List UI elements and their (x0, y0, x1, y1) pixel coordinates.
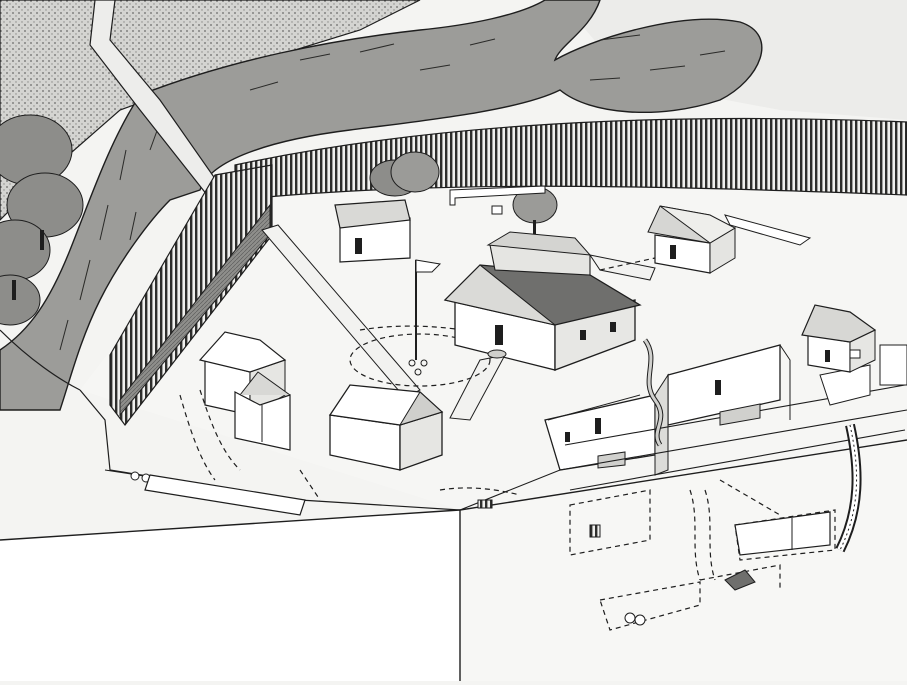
front-rail (144, 474, 306, 516)
cutaway-rooms (544, 338, 906, 491)
flagpole (408, 259, 442, 376)
front-cabin (328, 384, 444, 471)
left-trees (0, 114, 84, 326)
palisade-left (109, 164, 273, 426)
small-back-hut (334, 199, 411, 263)
underground-room (589, 511, 831, 626)
underground-tunnels (569, 479, 836, 631)
right-back-cabin (647, 205, 812, 274)
main-hall (443, 231, 642, 371)
compound-base (0, 329, 907, 681)
right-shaft (835, 423, 862, 553)
back-shed (449, 185, 546, 206)
back-trees (369, 151, 558, 234)
far-right-cabin (801, 304, 907, 386)
river (0, 0, 763, 411)
dirt-paths (261, 224, 656, 421)
left-barracks (198, 331, 291, 451)
